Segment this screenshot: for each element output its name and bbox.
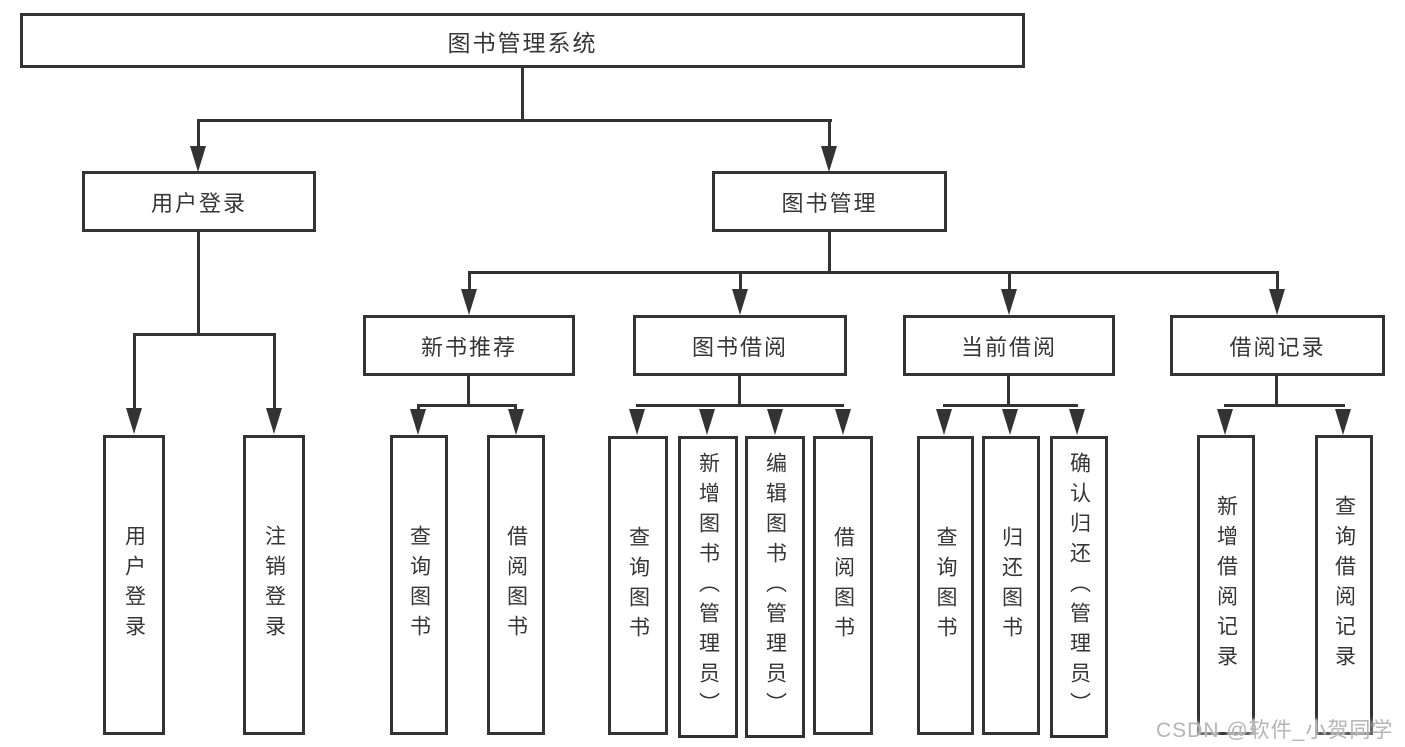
node-edit-books-admin: 编辑图书（管理员） [745, 436, 805, 738]
node-query-books-2: 查询图书 [608, 436, 668, 735]
connector-stem-book-mgmt [828, 119, 831, 148]
arrow-down-icon [629, 409, 645, 435]
connector-stem-newbooks [468, 271, 471, 293]
arrow-down-icon [821, 146, 837, 172]
connector-stem-user-login [197, 119, 200, 148]
node-user-login-leaf: 用户登录 [103, 435, 165, 735]
arrow-down-icon [1069, 409, 1085, 435]
arrow-down-icon [1002, 409, 1018, 435]
connector-stem-logout-leaf [273, 333, 276, 410]
node-query-books-3: 查询图书 [917, 436, 974, 735]
arrow-down-icon [1217, 409, 1233, 435]
node-user-login-module: 用户登录 [82, 171, 316, 232]
connector-stem-login-leaf [133, 333, 136, 410]
node-logout-leaf: 注销登录 [243, 435, 305, 735]
connector-userlogin-spread [133, 333, 276, 336]
arrow-down-icon [508, 409, 524, 435]
node-borrow-records: 借阅记录 [1170, 315, 1385, 376]
node-borrow-books-1: 借阅图书 [487, 435, 545, 735]
arrow-down-icon [767, 409, 783, 435]
connector-newbooks-spread [417, 404, 517, 407]
connector-records-drop [1275, 376, 1278, 407]
arrow-down-icon [732, 289, 748, 315]
node-add-books-admin: 新增图书（管理员） [678, 436, 738, 738]
connector-bookmgmt-spread [468, 271, 1279, 274]
connector-bookmgmt-drop [828, 232, 831, 274]
connector-root-drop [521, 68, 524, 122]
arrow-down-icon [266, 408, 282, 434]
node-confirm-return-admin: 确认归还（管理员） [1050, 436, 1108, 738]
arrow-down-icon [461, 289, 477, 315]
node-book-borrowing: 图书借阅 [633, 315, 847, 376]
node-new-book-recommend: 新书推荐 [363, 315, 575, 376]
connector-newbooks-drop [467, 376, 470, 407]
arrow-down-icon [835, 409, 851, 435]
connector-stem-records [1276, 271, 1279, 293]
arrow-down-icon [1269, 289, 1285, 315]
connector-stem-borrowing [739, 271, 742, 293]
csdn-watermark: CSDN @软件_小贺同学 [1156, 719, 1394, 742]
arrow-down-icon [1001, 289, 1017, 315]
arrow-down-icon [410, 409, 426, 435]
node-query-books-1: 查询图书 [390, 435, 448, 735]
connector-userlogin-drop [197, 232, 200, 336]
node-query-borrow-record: 查询借阅记录 [1315, 435, 1373, 735]
node-add-borrow-record: 新增借阅记录 [1197, 435, 1255, 735]
node-book-management-module: 图书管理 [712, 171, 947, 232]
connector-current-drop [1007, 376, 1010, 407]
node-borrow-books-2: 借阅图书 [813, 436, 873, 735]
node-library-management-system: 图书管理系统 [20, 13, 1025, 68]
connector-current-spread [943, 404, 1078, 407]
arrow-down-icon [190, 146, 206, 172]
arrow-down-icon [126, 408, 142, 434]
arrow-down-icon [699, 409, 715, 435]
node-return-books: 归还图书 [982, 436, 1040, 735]
arrow-down-icon [1335, 409, 1351, 435]
connector-root-spread [197, 119, 832, 122]
connector-borrowing-spread [636, 404, 844, 407]
connector-borrowing-drop [738, 376, 741, 407]
connector-records-spread [1224, 404, 1345, 407]
connector-stem-current [1008, 271, 1011, 293]
arrow-down-icon [936, 409, 952, 435]
node-current-borrowing: 当前借阅 [903, 315, 1115, 376]
